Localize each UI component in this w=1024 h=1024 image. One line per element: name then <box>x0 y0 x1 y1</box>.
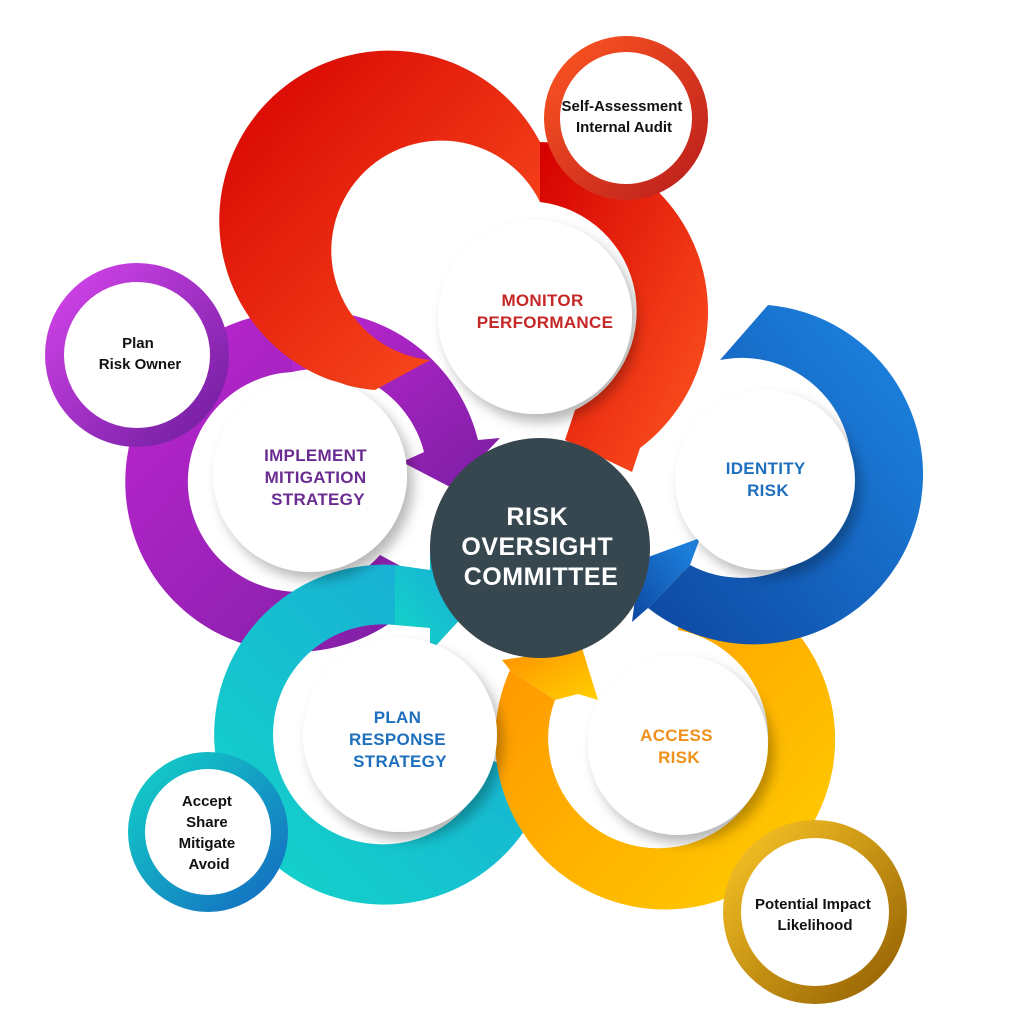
stage-implement-circle <box>213 378 407 572</box>
note-access-inner <box>741 838 889 986</box>
note-monitor-inner <box>560 52 692 184</box>
monitor-ring <box>219 50 709 472</box>
note-implement-inner <box>64 282 210 428</box>
note-monitor-label: Self-Assessment Internal Audit <box>561 98 686 136</box>
stage-access[interactable]: ACCESS RISK <box>588 655 768 835</box>
note-implement-label: Plan Risk Owner <box>99 335 182 373</box>
note-implement: Plan Risk Owner <box>45 263 229 447</box>
stage-identity[interactable]: IDENTITY RISK <box>675 390 855 570</box>
stage-monitor[interactable]: MONITOR PERFORMANCE <box>438 220 632 414</box>
stage-identity-label: IDENTITY RISK <box>726 459 811 500</box>
plan-ring <box>214 548 548 905</box>
center-hub-circle <box>430 438 650 658</box>
stage-access-label: ACCESS RISK <box>640 726 718 767</box>
center-hub[interactable]: RISK OVERSIGHT COMMITTEE <box>430 438 650 658</box>
stage-access-circle <box>588 655 768 835</box>
stage-monitor-circle <box>438 220 632 414</box>
stage-identity-circle <box>675 390 855 570</box>
stage-implement[interactable]: IMPLEMENT MITIGATION STRATEGY <box>213 378 407 572</box>
stage-monitor-label: MONITOR PERFORMANCE <box>477 291 613 332</box>
access-ring <box>495 570 836 910</box>
note-access: Potential Impact Likelihood <box>723 820 907 1004</box>
note-plan-inner <box>145 769 271 895</box>
note-plan: Accept Share Mitigate Avoid <box>128 752 288 912</box>
stage-implement-label: IMPLEMENT MITIGATION STRATEGY <box>264 446 372 509</box>
stage-plan-label: PLAN RESPONSE STRATEGY <box>349 708 451 771</box>
stage-plan-circle <box>303 638 497 832</box>
stage-plan[interactable]: PLAN RESPONSE STRATEGY <box>303 638 497 832</box>
note-monitor: Self-Assessment Internal Audit <box>544 36 708 200</box>
note-plan-label: Accept Share Mitigate Avoid <box>179 793 240 873</box>
note-access-label: Potential Impact Likelihood <box>755 896 875 934</box>
center-hub-label: RISK OVERSIGHT COMMITTEE <box>461 503 620 591</box>
